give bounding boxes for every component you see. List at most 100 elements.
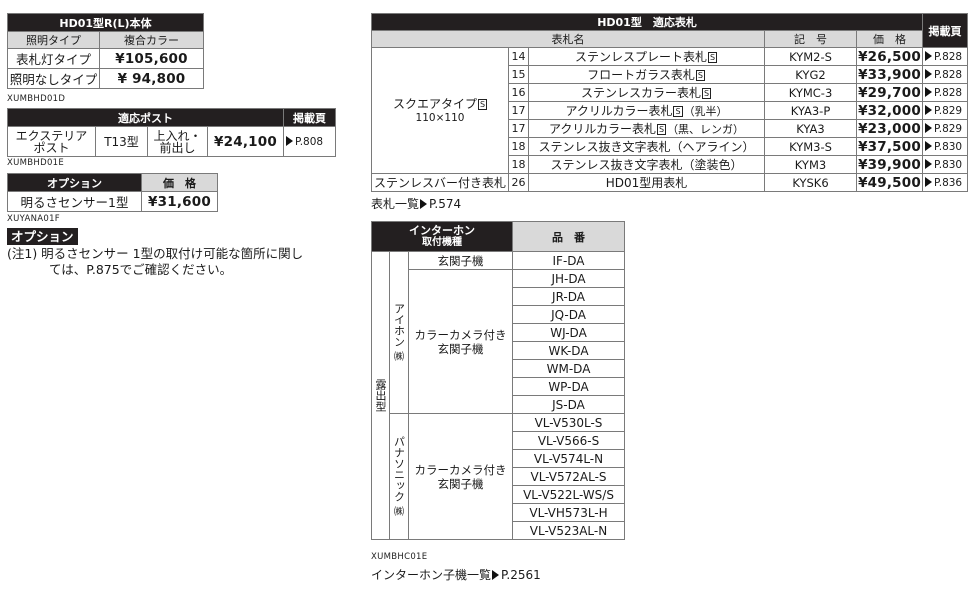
- nameplate-name: ステンレス抜き文字表札（ヘアライン）: [528, 137, 765, 156]
- intercom-model: IF-DA: [512, 251, 626, 270]
- nameplate-num: 18: [508, 137, 529, 156]
- nameplate-num: 15: [508, 65, 529, 84]
- nameplate-ref[interactable]: P.828: [922, 83, 969, 102]
- nameplate-price: ¥37,500: [855, 137, 924, 156]
- post-ref[interactable]: P.808: [283, 126, 336, 157]
- nameplate-code: KYG2: [764, 65, 857, 84]
- right-triangle-icon: [925, 104, 933, 115]
- intercom-model: WP-DA: [512, 377, 626, 396]
- intercom-model: VL-V522L-WS/S: [512, 485, 626, 504]
- intercom-model: JQ-DA: [512, 305, 626, 324]
- nameplate-ref[interactable]: P.829: [922, 119, 969, 138]
- nameplate-price: ¥32,000: [855, 101, 924, 120]
- nameplate-ref-header: 掲載頁: [922, 13, 969, 48]
- intercom-row: JS-DA: [372, 395, 626, 414]
- nameplate-ref[interactable]: P.829: [922, 101, 969, 120]
- nameplate-price: ¥26,500: [855, 47, 924, 66]
- bar-row-ref[interactable]: P.836: [922, 173, 969, 192]
- lighting-type-header: 照明タイプ: [7, 31, 100, 49]
- bar-row-label: ステンレスバー付き表札: [371, 173, 509, 192]
- post-table-title: 適応ポスト: [7, 108, 284, 127]
- boxed-s-icon: S: [701, 88, 712, 99]
- option-price: ¥31,600: [141, 191, 218, 212]
- intercom-model: JR-DA: [512, 287, 626, 306]
- intercom-row: VL-V523AL-N: [372, 521, 626, 540]
- post-name: エクステリア ポスト: [7, 126, 96, 157]
- intercom-model: VL-V523AL-N: [512, 521, 626, 540]
- intercom-model: JS-DA: [512, 395, 626, 414]
- intercom-model: VL-V574L-N: [512, 449, 626, 468]
- post-table-code: XUMBHD01E: [7, 158, 65, 168]
- boxed-s-icon: S: [707, 52, 718, 63]
- right-triangle-icon: [492, 570, 500, 580]
- right-triangle-icon: [925, 140, 933, 151]
- boxed-s-icon: S: [695, 70, 705, 81]
- color-camera-label: カラーカメラ付き玄関子機: [407, 413, 514, 540]
- bar-row-price: ¥49,500: [855, 173, 924, 192]
- row-type: 照明なしタイプ: [7, 68, 100, 89]
- right-triangle-icon: [925, 158, 933, 169]
- option-header: オプション: [7, 173, 142, 192]
- nameplate-code: KYMC-3: [764, 83, 857, 102]
- intercom-table-code: XUMBHC01E: [371, 552, 428, 562]
- post-price: ¥24,100: [207, 126, 284, 157]
- right-triangle-icon: [925, 50, 933, 61]
- intercom-row: VL-VH573L-H: [372, 503, 626, 522]
- post-type: 上入れ・ 前出し: [147, 126, 208, 157]
- nameplate-num: 18: [508, 155, 529, 174]
- intercom-model: JH-DA: [512, 269, 626, 288]
- post-ref-header: 掲載頁: [283, 108, 336, 127]
- bar-row-num: 26: [508, 173, 529, 192]
- nameplate-price: ¥39,900: [855, 155, 924, 174]
- option-tag: オプション: [7, 228, 78, 245]
- nameplate-num: 17: [508, 119, 529, 138]
- bar-row-code: KYSK6: [764, 173, 857, 192]
- row-type: 表札灯タイプ: [7, 48, 100, 69]
- intercom-model: VL-V572AL-S: [512, 467, 626, 486]
- option-note: (注1) 明るさセンサー 1型の取付け可能な箇所に関し ては、P.875でご確認…: [7, 246, 303, 278]
- genkan-label: 玄関子機: [407, 251, 514, 270]
- post-model: T13型: [95, 126, 148, 157]
- maker-panasonic: パナソニック㈱: [389, 413, 409, 540]
- main-price-table: HD01型R(L)本体 照明タイプ 複合カラー 表札灯タイプ ¥105,600 …: [7, 13, 204, 89]
- nameplate-price: ¥33,900: [855, 65, 924, 84]
- note-line: (注1) 明るさセンサー 1型の取付け可能な箇所に関し: [7, 246, 304, 261]
- intercom-header: インターホン 取付機種: [370, 221, 514, 252]
- intercom-model: VL-VH573L-H: [512, 503, 626, 522]
- nameplate-ref[interactable]: P.830: [922, 155, 969, 174]
- intercom-model: VL-V530L-S: [512, 413, 626, 432]
- right-triangle-icon: [925, 122, 933, 133]
- color-camera-label: カラーカメラ付き玄関子機: [407, 269, 514, 414]
- intercom-row: VL-V572AL-S: [372, 467, 626, 486]
- nameplate-code: KYA3: [764, 119, 857, 138]
- intercom-model: WJ-DA: [512, 323, 626, 342]
- nameplate-ref[interactable]: P.828: [922, 65, 969, 84]
- boxed-s-icon: S: [477, 98, 488, 110]
- nameplate-ref[interactable]: P.828: [922, 47, 969, 66]
- option-name: 明るさセンサー1型: [7, 191, 142, 212]
- option-table-code: XUYANA01F: [7, 214, 60, 224]
- main-table-title: HD01型R(L)本体: [7, 13, 204, 32]
- right-triangle-icon: [925, 176, 933, 187]
- mount-type-cell: 露出型: [371, 251, 390, 540]
- nameplate-ref[interactable]: P.830: [922, 137, 969, 156]
- main-table-code: XUMBHD01D: [7, 94, 66, 104]
- right-triangle-icon: [420, 199, 428, 209]
- nameplate-num: 14: [508, 47, 529, 66]
